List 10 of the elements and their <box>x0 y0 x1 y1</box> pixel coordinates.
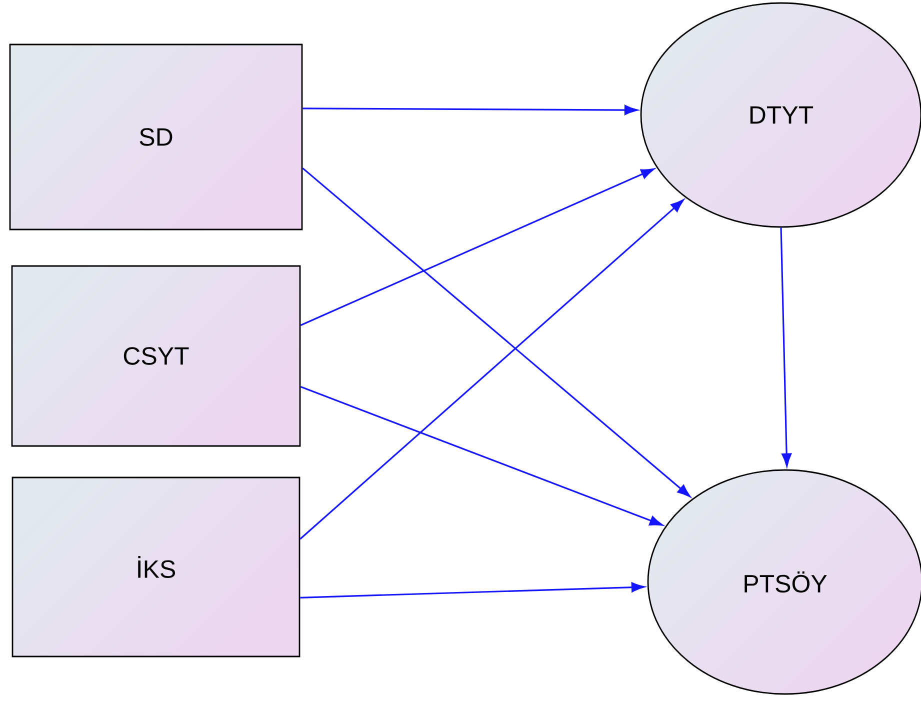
arrow <box>302 168 690 498</box>
arrow <box>300 582 645 598</box>
arrow <box>302 105 638 115</box>
arrow <box>300 386 663 526</box>
arrow <box>300 199 684 540</box>
variable-box: SD <box>9 44 303 230</box>
variable-box: İKS <box>12 476 300 658</box>
variable-box: CSYT <box>11 265 301 447</box>
arrow <box>780 228 792 467</box>
arrow <box>300 168 654 326</box>
